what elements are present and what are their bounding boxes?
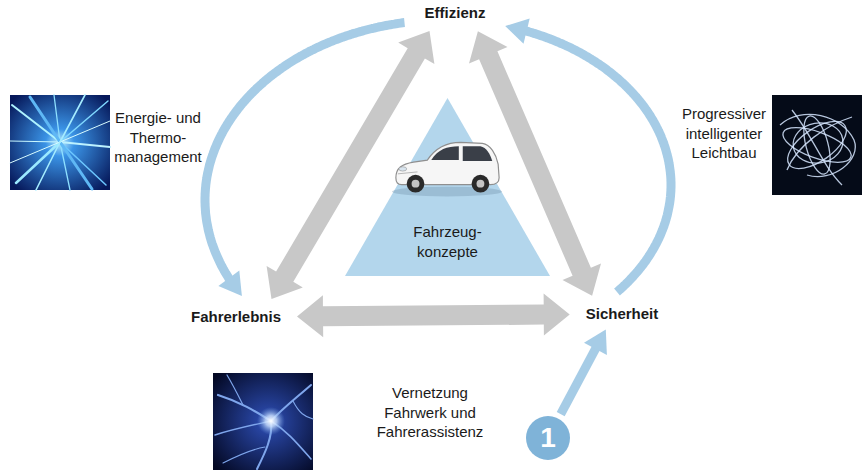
callout-text: 1 <box>540 424 556 452</box>
goal-text: Fahrerlebnis <box>191 308 281 326</box>
goal-text: Effizienz <box>425 4 486 22</box>
network-icon <box>772 95 862 195</box>
relation-arrow <box>297 294 570 338</box>
arrow-head <box>505 19 530 44</box>
speed-icon <box>10 95 110 190</box>
triangle-text: Fahrzeug- konzepte <box>406 222 490 261</box>
goal-label: Sicherheit <box>578 303 667 325</box>
connector-line <box>518 29 671 292</box>
arrow-head <box>218 271 242 296</box>
arrow-head <box>584 329 607 355</box>
triangle-fill <box>345 98 550 276</box>
topic-label: Progressiver intelligenter Leichtbau <box>676 104 772 163</box>
goal-text: Sicherheit <box>586 305 659 323</box>
topic-label: Vernetzung Fahrwerk und Fahrerassistenz <box>367 383 493 442</box>
neuron-icon <box>213 373 313 470</box>
car-illustration <box>388 130 506 200</box>
goal-label: Fahrerlebnis <box>183 306 289 328</box>
connector-line <box>561 341 600 414</box>
topic-label: Energie- und Thermo- management <box>108 108 208 167</box>
goal-label: Effizienz <box>417 2 494 24</box>
concept-text: Fahrzeug- konzepte <box>406 222 490 261</box>
flow-arrow <box>561 329 607 414</box>
callout-number: 1 <box>526 416 570 460</box>
block-arrow <box>297 294 570 338</box>
